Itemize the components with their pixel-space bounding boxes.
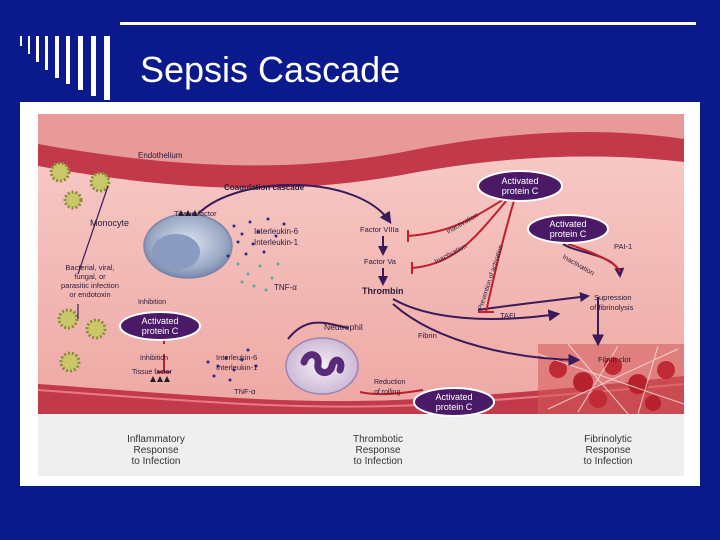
infection-leader-lines bbox=[77, 185, 109, 319]
monocyte-label: Monocyte bbox=[90, 218, 129, 228]
tissue-factor-bottom-label: Tissue factor bbox=[132, 369, 172, 376]
interleukin1-bottom-label: Interleukin-1 bbox=[216, 363, 257, 372]
infection-label-line1: Bacterial, viral, bbox=[65, 263, 114, 272]
thrombotic-line3: to Infection bbox=[354, 456, 403, 467]
tissue-factor-top-label: Tissue factor bbox=[174, 209, 217, 218]
decorative-stripes bbox=[20, 36, 110, 100]
inhibition-lines bbox=[157, 191, 621, 396]
thrombin-label: Thrombin bbox=[362, 286, 404, 296]
apc-badge-left: Activated protein C bbox=[119, 311, 201, 341]
suppression-line2: of fibrinolysis bbox=[590, 303, 634, 312]
thrombotic-line1: Thrombotic bbox=[353, 434, 403, 445]
fibrinolytic-line2: Response bbox=[585, 445, 630, 456]
apc-top-line2: protein C bbox=[502, 186, 539, 196]
pathogen-particles bbox=[49, 161, 111, 373]
fibrinolytic-line3: to Infection bbox=[584, 456, 633, 467]
tafi-label: TAFI bbox=[500, 311, 516, 320]
apc-top-line1: Activated bbox=[501, 176, 538, 186]
slide-title: Sepsis Cascade bbox=[140, 49, 401, 90]
vessel-wall-bottom bbox=[38, 376, 684, 414]
apc-right-line1: Activated bbox=[549, 219, 586, 229]
apc-bottom-line2: protein C bbox=[436, 402, 473, 412]
fibrin-clot-label: Fibrin clot bbox=[598, 355, 631, 364]
apc-badge-right: Activated protein C bbox=[527, 214, 609, 244]
apc-badge-top: Activated protein C bbox=[477, 170, 563, 202]
thrombotic-line2: Response bbox=[355, 445, 400, 456]
vessel-wall-top bbox=[38, 131, 684, 188]
infection-label-line3: parasitic infection bbox=[61, 281, 119, 290]
cytokine-particles bbox=[206, 217, 286, 382]
apc-left-line2: protein C bbox=[142, 326, 179, 336]
coagulation-cascade-label: Coagulation cascade bbox=[224, 183, 305, 192]
caption-band bbox=[38, 414, 684, 476]
tissue-factor-receptors bbox=[150, 210, 198, 382]
title-rule bbox=[120, 22, 696, 25]
fibrin-clot-mesh bbox=[537, 343, 684, 415]
inflammatory-line3: to Infection bbox=[132, 456, 181, 467]
inflammatory-line1: Inflammatory bbox=[127, 434, 185, 445]
interleukin6-bottom-label: Interleukin-6 bbox=[216, 353, 257, 362]
inhibition-top-label: Inhibition bbox=[138, 299, 166, 306]
apc-left-line1: Activated bbox=[141, 316, 178, 326]
fibrinolytic-line1: Fibrinolytic bbox=[584, 434, 632, 445]
apc-right-line2: protein C bbox=[550, 229, 587, 239]
reduction-line2: of rolling bbox=[374, 389, 401, 396]
neutrophil-label: Neutrophil bbox=[324, 322, 363, 332]
infection-label-line4: or endotoxin bbox=[69, 290, 110, 299]
inflammatory-line2: Response bbox=[133, 445, 178, 456]
inhibition-bottom-label: Inhibition bbox=[140, 355, 168, 362]
sepsis-cascade-diagram: Activated protein C Activated protein C … bbox=[38, 114, 684, 476]
monocyte-cell bbox=[143, 213, 233, 279]
tnf-top-label: TNF-α bbox=[274, 283, 297, 292]
infection-label-line2: fungal, or bbox=[74, 272, 106, 281]
interleukin6-top-label: Interleukin-6 bbox=[254, 227, 299, 236]
pai1-label: PAI-1 bbox=[614, 242, 632, 251]
reduction-line1: Reduction bbox=[374, 379, 406, 386]
factor-viiia-label: Factor VIIIa bbox=[360, 225, 400, 234]
endothelium-label: Endothelium bbox=[138, 151, 183, 160]
fibrin-label: Fibrin bbox=[418, 331, 437, 340]
apc-badge-bottom: Activated protein C bbox=[413, 387, 495, 417]
tnf-particles bbox=[236, 262, 280, 292]
apc-bottom-line1: Activated bbox=[435, 392, 472, 402]
suppression-line1: Supression bbox=[594, 293, 632, 302]
factor-va-label: Factor Va bbox=[364, 257, 397, 266]
tnf-bottom-label: TNF-α bbox=[234, 387, 256, 396]
neutrophil-cell bbox=[285, 337, 359, 395]
interleukin1-top-label: Interleukin-1 bbox=[254, 238, 299, 247]
